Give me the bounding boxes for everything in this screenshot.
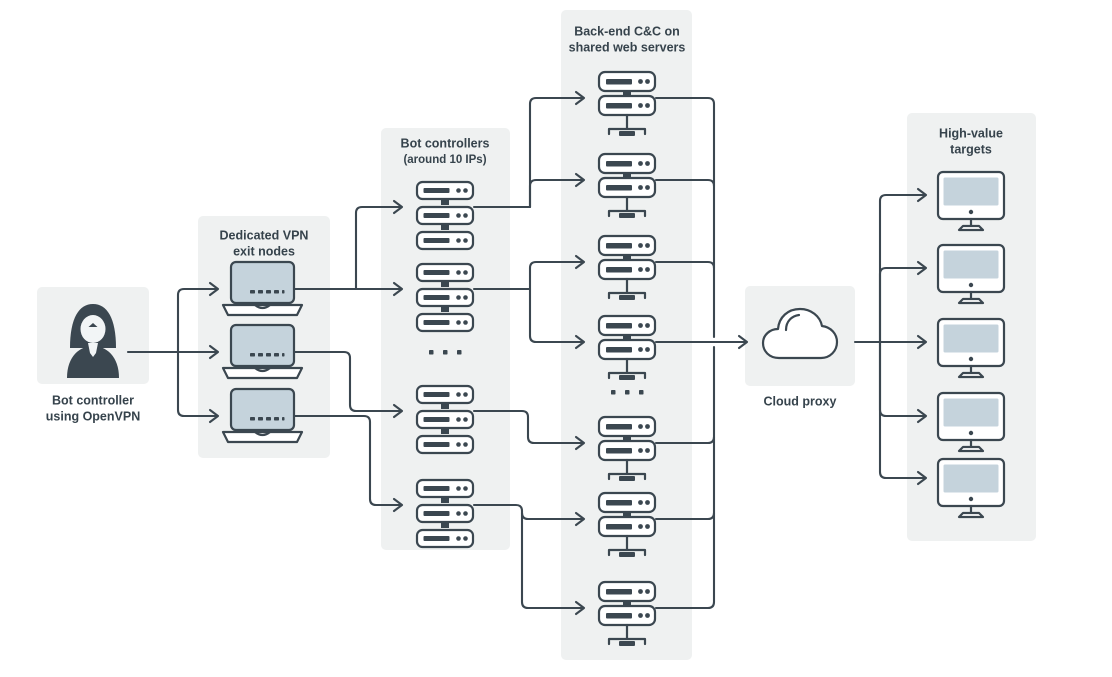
targets-label-line2: targets: [950, 142, 992, 156]
monitor-icon: [936, 457, 1006, 519]
connectors-backend-to-cloud: [654, 96, 749, 610]
network-server-icon: [597, 415, 657, 481]
operator-label-line1: Bot controller: [52, 393, 134, 407]
bot-label-line2: (around 10 IPs): [403, 154, 486, 166]
panel-bot-controllers: [381, 128, 510, 550]
operator-label-line2: using OpenVPN: [46, 409, 140, 423]
network-server-icon: [597, 314, 657, 380]
monitor-icon: [936, 317, 1006, 379]
connectors-operator-to-vpn: [126, 281, 220, 424]
monitor-icon: [936, 170, 1006, 232]
laptop-icon: [221, 260, 304, 317]
backend-ellipsis: [611, 390, 644, 395]
connectors-bots-to-backend: [472, 90, 586, 616]
bot-label-line1: Bot controllers: [401, 136, 490, 150]
vpn-label-line1: Dedicated VPN: [220, 228, 309, 242]
network-server-icon: [597, 491, 657, 557]
monitor-icon: [936, 243, 1006, 305]
monitor-icon: [936, 391, 1006, 453]
vpn-label-line2: exit nodes: [233, 244, 295, 258]
laptop-icon: [221, 387, 304, 444]
connectors-vpn-to-bots: [292, 199, 404, 513]
network-server-icon: [597, 152, 657, 218]
backend-label-line2: shared web servers: [569, 40, 686, 54]
laptop-icon: [221, 323, 304, 380]
targets-label-line1: High-value: [939, 126, 1003, 140]
server-rack-icon: [415, 180, 475, 251]
cloud-label: Cloud proxy: [764, 394, 837, 408]
connectors-cloud-to-targets: [853, 187, 928, 486]
hooded-person-icon: [67, 304, 119, 378]
server-rack-icon: [415, 384, 475, 455]
network-server-icon: [597, 580, 657, 646]
network-server-icon: [597, 70, 657, 136]
server-rack-icon: [415, 478, 475, 549]
server-rack-icon: [415, 262, 475, 333]
bot-controllers-ellipsis: [429, 350, 462, 355]
network-server-icon: [597, 234, 657, 300]
backend-label-line1: Back-end C&C on: [574, 24, 680, 38]
cloud-icon: [761, 307, 839, 360]
